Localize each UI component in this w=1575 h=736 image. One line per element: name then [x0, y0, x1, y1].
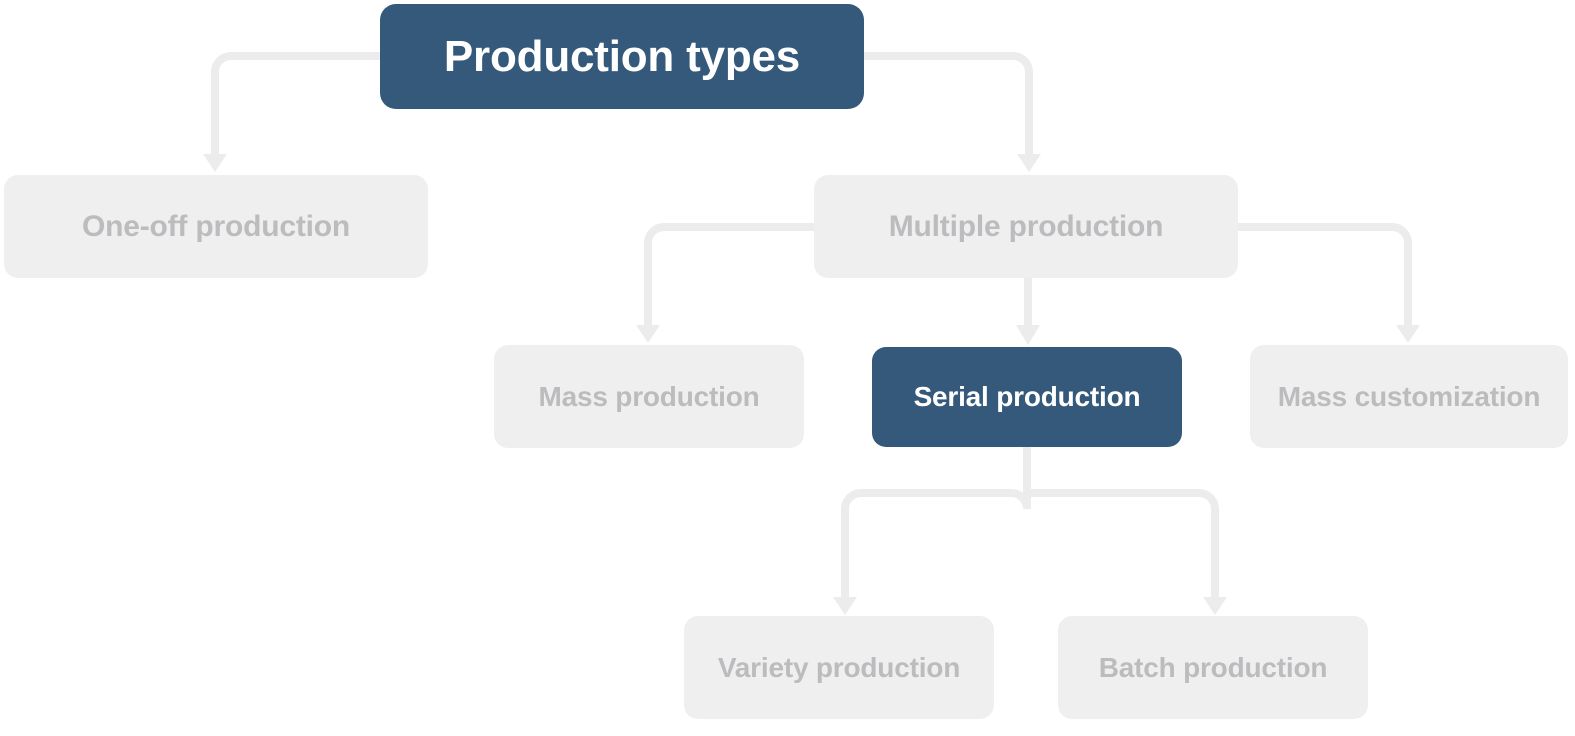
- edge-multiple-to-mass-production: [636, 223, 814, 343]
- node-label: Production types: [443, 31, 801, 81]
- node-label: Batch production: [1098, 651, 1328, 683]
- edge-serial-to-batch-production: [1027, 489, 1227, 615]
- edge-multiple-to-mass-customization: [1238, 223, 1420, 343]
- edge-multiple-to-serial-production: [1016, 278, 1040, 345]
- node-label: Multiple production: [888, 209, 1164, 243]
- node-label: Serial production: [913, 381, 1141, 413]
- node-mass-production[interactable]: Mass production: [494, 345, 804, 448]
- node-production-types[interactable]: Production types: [380, 4, 864, 109]
- node-label: Variety production: [717, 651, 961, 683]
- node-label: One-off production: [81, 209, 350, 243]
- node-label: Mass customization: [1277, 380, 1541, 412]
- edge-serial-to-variety-production: [833, 447, 1031, 615]
- node-variety-production[interactable]: Variety production: [684, 616, 994, 719]
- node-one-off-production[interactable]: One-off production: [4, 175, 428, 278]
- node-multiple-production[interactable]: Multiple production: [814, 175, 1238, 278]
- node-batch-production[interactable]: Batch production: [1058, 616, 1368, 719]
- edge-root-to-one-off: [203, 52, 380, 172]
- node-serial-production[interactable]: Serial production: [872, 347, 1182, 447]
- node-label: Mass production: [538, 380, 760, 412]
- edge-root-to-multiple: [864, 52, 1041, 172]
- node-mass-customization[interactable]: Mass customization: [1250, 345, 1568, 448]
